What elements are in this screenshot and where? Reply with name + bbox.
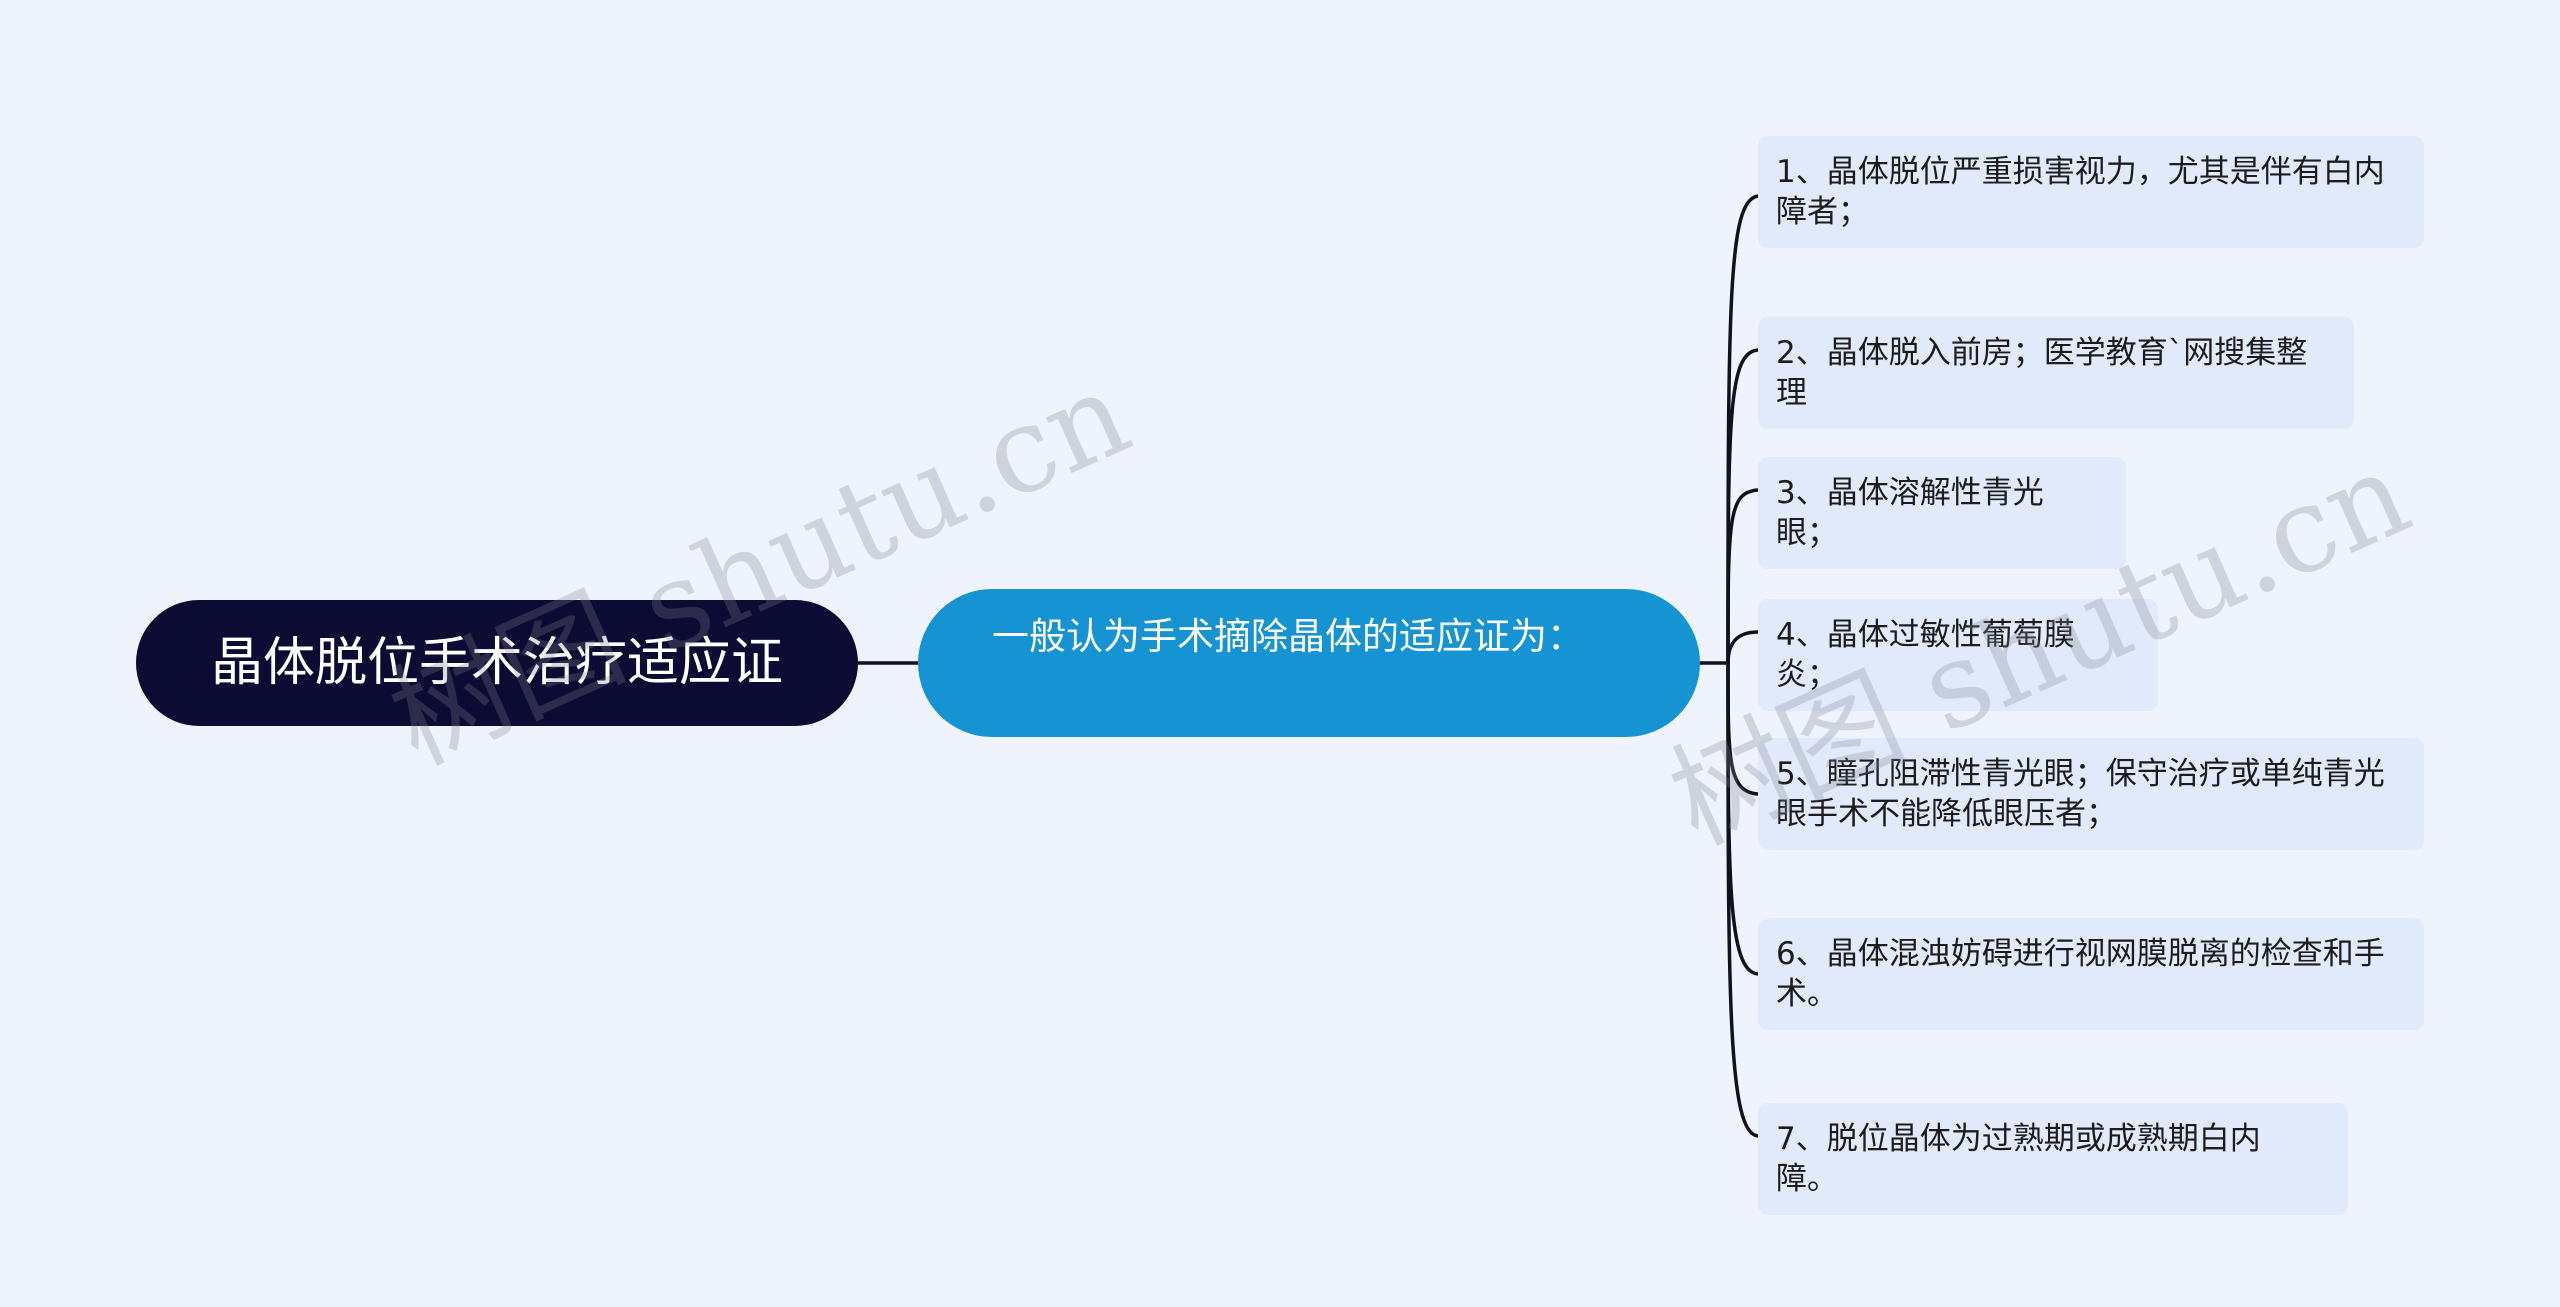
leaf-connector-2 <box>1726 348 1760 665</box>
leaf-connector-5 <box>1726 661 1760 796</box>
root-topic[interactable]: 晶体脱位手术治疗适应证 <box>136 600 858 726</box>
leaf-topic-label: 7、脱位晶体为过熟期或成熟期白内障。 <box>1776 1121 2261 1197</box>
leaf-topic-label: 2、晶体脱入前房；医学教育`网搜集整理 <box>1776 335 2308 411</box>
leaf-topic-5[interactable]: 5、瞳孔阻滞性青光眼；保守治疗或单纯青光眼手术不能降低眼压者； <box>1758 738 2424 850</box>
leaf-topic-2[interactable]: 2、晶体脱入前房；医学教育`网搜集整理 <box>1758 317 2354 429</box>
leaf-topic-4[interactable]: 4、晶体过敏性葡萄膜炎； <box>1758 599 2158 711</box>
leaf-topic-label: 6、晶体混浊妨碍进行视网膜脱离的检查和手术。 <box>1776 936 2385 1012</box>
leaf-topic-label: 4、晶体过敏性葡萄膜炎； <box>1776 617 2075 693</box>
leaf-connector-3 <box>1726 488 1760 665</box>
leaf-connector-4 <box>1726 630 1760 665</box>
leaf-topic-6[interactable]: 6、晶体混浊妨碍进行视网膜脱离的检查和手术。 <box>1758 918 2424 1030</box>
root-topic-label: 晶体脱位手术治疗适应证 <box>210 633 783 693</box>
leaf-connector-7 <box>1726 661 1760 1138</box>
leaf-topic-label: 5、瞳孔阻滞性青光眼；保守治疗或单纯青光眼手术不能降低眼压者； <box>1776 756 2385 832</box>
leaf-topic-1[interactable]: 1、晶体脱位严重损害视力，尤其是伴有白内障者； <box>1758 136 2424 248</box>
leaf-topic-label: 1、晶体脱位严重损害视力，尤其是伴有白内障者； <box>1776 154 2385 230</box>
branch-topic[interactable]: 一般认为手术摘除晶体的适应证为： <box>918 589 1700 737</box>
leaf-connector-1 <box>1726 194 1760 665</box>
leaf-topic-7[interactable]: 7、脱位晶体为过熟期或成熟期白内障。 <box>1758 1103 2348 1215</box>
leaf-topic-label: 3、晶体溶解性青光眼； <box>1776 475 2044 551</box>
leaf-connector-6 <box>1726 661 1760 976</box>
branch-topic-label: 一般认为手术摘除晶体的适应证为： <box>992 615 1584 658</box>
leaf-topic-3[interactable]: 3、晶体溶解性青光眼； <box>1758 457 2126 569</box>
